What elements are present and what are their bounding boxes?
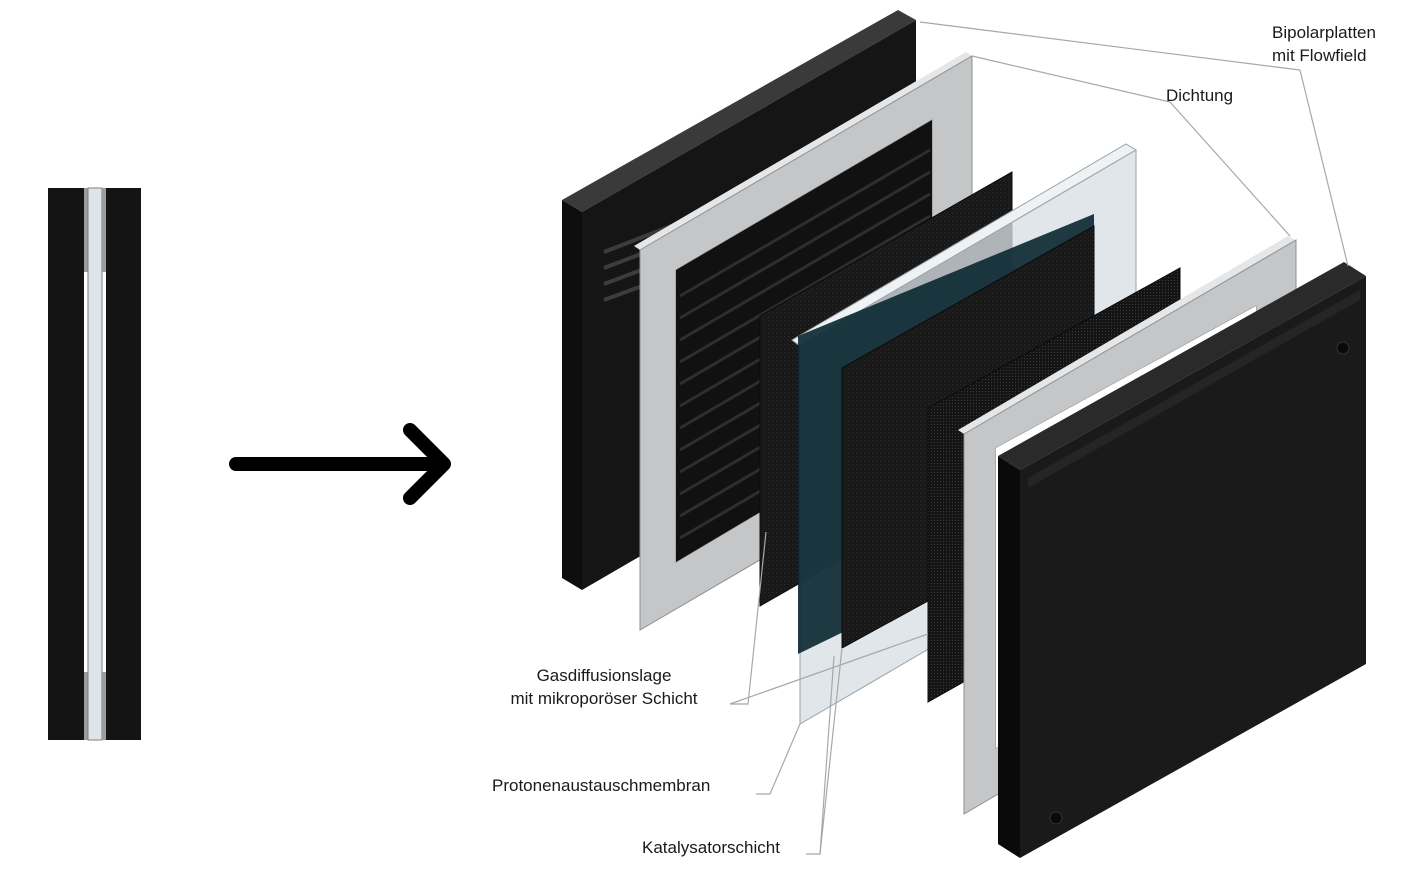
mounting-hole-icon	[1049, 811, 1063, 825]
mounting-hole-icon	[1336, 341, 1350, 355]
label-catalyst-layer: Katalysatorschicht	[642, 838, 780, 857]
exploded-stack	[562, 10, 1366, 858]
leader-lines	[729, 21, 1349, 855]
gasket-left-bottom	[84, 672, 88, 740]
bipolar-plate-right	[998, 262, 1366, 858]
gasket-right-bottom	[102, 672, 106, 740]
label-bipolar-plates-line1: Bipolarplatten	[1272, 23, 1376, 42]
membrane-side	[87, 187, 103, 741]
explode-arrow-icon	[229, 423, 451, 505]
gasket-right-top	[102, 188, 106, 272]
label-gasket: Dichtung	[1166, 86, 1233, 105]
assembled-cell-side-view	[48, 187, 141, 741]
bipolar-plate-left-side	[48, 188, 84, 740]
bipolar-plate-right-side	[106, 188, 141, 740]
label-gdl-line1: Gasdiffusionslage	[537, 666, 672, 685]
label-bipolar-plates-line2: mit Flowfield	[1272, 46, 1366, 65]
label-gdl-line2: mit mikroporöser Schicht	[510, 689, 697, 708]
label-membrane: Protonenaustauschmembran	[492, 776, 710, 795]
gasket-left-top	[84, 188, 88, 272]
